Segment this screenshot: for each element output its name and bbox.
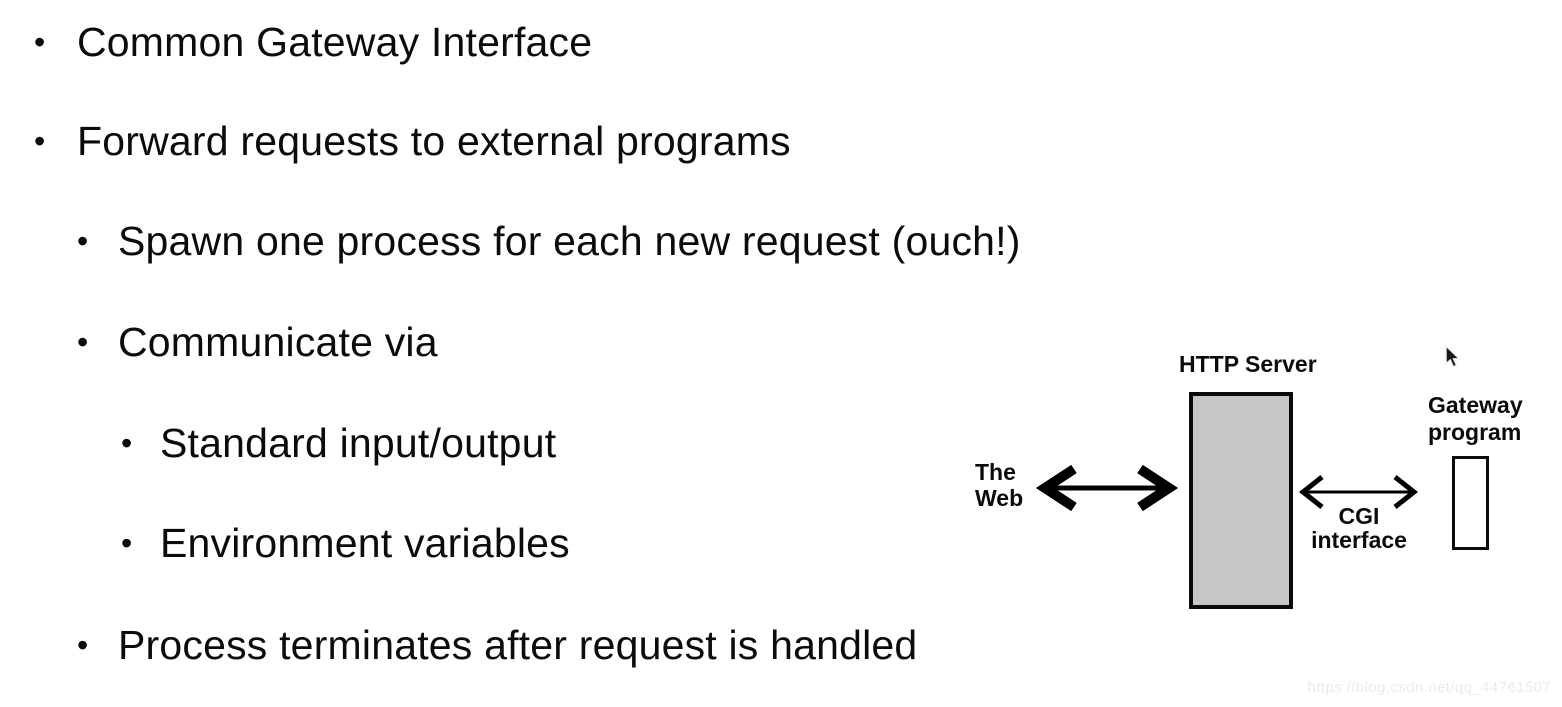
bullet-text: Process terminates after request is hand… bbox=[118, 621, 918, 668]
gateway-program-label-line2: program bbox=[1428, 419, 1522, 445]
bullet-item: • Communicate via bbox=[77, 319, 438, 365]
cgi-interface-label: CGI interface bbox=[1310, 504, 1408, 552]
bullet-dot: • bbox=[34, 24, 46, 60]
bullet-dot: • bbox=[77, 223, 89, 259]
the-web-label-line2: Web bbox=[975, 485, 1024, 511]
bullet-dot: • bbox=[34, 123, 46, 159]
bullet-item: • Forward requests to external programs bbox=[34, 118, 791, 164]
bullet-item: • Spawn one process for each new request… bbox=[77, 218, 1021, 264]
bullet-dot: • bbox=[121, 525, 133, 561]
gateway-program-label-line1: Gateway bbox=[1428, 392, 1523, 418]
gateway-program-label: Gateway program bbox=[1428, 392, 1523, 446]
bullet-dot: • bbox=[121, 425, 133, 461]
bullet-item: • Common Gateway Interface bbox=[34, 19, 592, 65]
mouse-pointer-icon bbox=[1445, 344, 1461, 368]
http-server-label: HTTP Server bbox=[1179, 351, 1317, 377]
bullet-text: Spawn one process for each new request (… bbox=[118, 217, 1021, 264]
bullet-item: • Environment variables bbox=[121, 520, 570, 566]
bullet-item: • Standard input/output bbox=[121, 420, 556, 466]
gateway-program-box bbox=[1452, 456, 1489, 550]
watermark: https://blog.csdn.net/qq_44761507 bbox=[1307, 679, 1551, 696]
bullet-text: Environment variables bbox=[160, 519, 570, 566]
cgi-interface-label-line2: interface bbox=[1311, 527, 1407, 553]
bullet-dot: • bbox=[77, 324, 89, 360]
bullet-text: Forward requests to external programs bbox=[77, 117, 791, 164]
http-server-box bbox=[1189, 392, 1293, 609]
web-server-double-arrow-icon bbox=[1035, 464, 1179, 512]
bullet-text: Common Gateway Interface bbox=[77, 18, 593, 65]
bullet-text: Communicate via bbox=[118, 318, 438, 365]
bullet-item: • Process terminates after request is ha… bbox=[77, 622, 917, 668]
cgi-interface-label-line1: CGI bbox=[1338, 503, 1380, 529]
bullet-text: Standard input/output bbox=[160, 419, 557, 466]
the-web-label: The Web bbox=[975, 459, 1023, 511]
the-web-label-line1: The bbox=[975, 459, 1016, 485]
bullet-dot: • bbox=[77, 627, 89, 663]
